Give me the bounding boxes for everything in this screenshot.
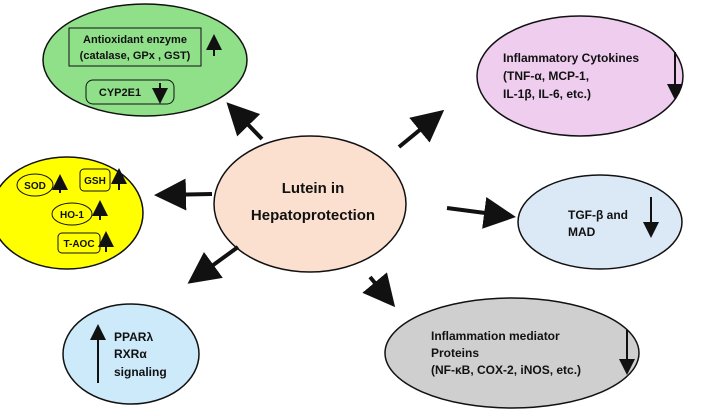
ppar-line3: signaling xyxy=(114,365,167,379)
arrow-to-mediators xyxy=(362,272,396,308)
ppar-line2: RXRα xyxy=(114,347,147,361)
cytokines-node xyxy=(476,15,684,137)
antioxidant-enzyme-box xyxy=(68,27,202,67)
tgf-line2: MAD xyxy=(568,225,596,239)
mediators-line1: Inflammation mediator xyxy=(431,329,560,343)
mediators-line2: Proteins xyxy=(431,346,479,360)
mediators-line3: (NF-κB, COX-2, iNOS, etc.) xyxy=(431,363,581,377)
cytokines-line2: (TNF-α, MCP-1, xyxy=(503,69,589,83)
cytokines-line3: IL-1β, IL-6, etc.) xyxy=(503,87,591,101)
taoc-label: T-AOC xyxy=(63,239,94,250)
arrow-to-tgf xyxy=(446,197,516,229)
cyp2e1-box xyxy=(85,79,175,105)
ppar-line1: PPARλ xyxy=(114,330,153,344)
mediators-node xyxy=(384,297,640,409)
center-node xyxy=(213,135,407,273)
arrow-to-antioxidant xyxy=(226,102,264,141)
sod-label: SOD xyxy=(24,181,46,192)
cytokines-line1: Inflammatory Cytokines xyxy=(503,51,639,65)
tgf-node xyxy=(517,174,683,270)
tgf-line1: TGF-β and xyxy=(568,208,628,222)
antioxidant-enzyme-line1: Antioxidant enzyme xyxy=(83,34,187,46)
arrow-to-ppar xyxy=(187,245,240,284)
arrow-to-small-markers xyxy=(154,178,213,211)
arrow-to-cytokines xyxy=(397,109,445,149)
center-title-line1: Lutein in xyxy=(282,180,345,197)
gsh-label: GSH xyxy=(84,176,106,187)
center-title-line2: Hepatoprotection xyxy=(251,207,375,224)
ho1-label: HO-1 xyxy=(60,210,84,221)
gsh-badge xyxy=(79,168,111,192)
antioxidant-enzyme-line2: (catalase, GPx , GST) xyxy=(80,50,191,62)
cyp2e1-label: CYP2E1 xyxy=(99,87,141,99)
antioxidant-node xyxy=(42,3,248,117)
